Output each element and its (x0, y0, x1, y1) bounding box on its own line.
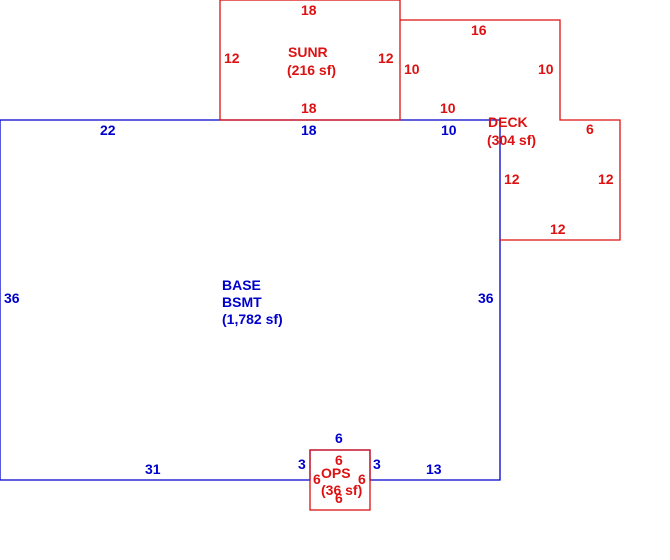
dim-base-bottom-left: 31 (145, 461, 161, 477)
sunroom-outline (219, 0, 401, 121)
base-label-line2: BSMT (222, 294, 262, 310)
sunroom-label: SUNR (288, 44, 328, 60)
dim-sunroom-bottom: 18 (301, 100, 317, 116)
dim-deck-inner: 10 (440, 100, 456, 116)
dim-ops-top: 6 (335, 452, 343, 468)
dim-deck-left-upper: 10 (404, 61, 420, 77)
ops-label: OPS (321, 465, 351, 481)
dim-base-notch-left: 3 (298, 456, 306, 472)
dim-base-right: 36 (478, 290, 494, 306)
dim-ops-bottom: 6 (335, 490, 343, 506)
dim-ops-left: 6 (313, 471, 321, 487)
dim-deck-right-upper: 10 (538, 61, 554, 77)
dim-deck-left-lower: 12 (504, 171, 520, 187)
ops-label-area: (36 sf) (321, 482, 362, 498)
dim-base-notch-top: 6 (335, 430, 343, 446)
dim-base-notch-right: 3 (373, 456, 381, 472)
dim-deck-top: 16 (471, 22, 487, 38)
dim-base-top-left: 22 (100, 122, 116, 138)
dim-ops-right: 6 (358, 471, 366, 487)
base-label-area: (1,782 sf) (222, 311, 283, 327)
ops-outline (309, 449, 371, 511)
dim-deck-step: 6 (586, 121, 594, 137)
dim-sunroom-right: 12 (378, 50, 394, 66)
dim-base-left: 36 (4, 290, 20, 306)
sunroom-label-area: (216 sf) (287, 62, 336, 78)
dim-base-bottom-right: 13 (426, 461, 442, 477)
dim-sunroom-top: 18 (301, 2, 317, 18)
dim-base-top-right: 10 (441, 122, 457, 138)
deck-label-area: (304 sf) (487, 132, 536, 148)
deck-outline (400, 19, 621, 241)
dim-base-top-mid: 18 (301, 122, 317, 138)
dim-deck-right-lower: 12 (598, 171, 614, 187)
base-label-line1: BASE (222, 277, 261, 293)
dim-sunroom-left: 12 (224, 50, 240, 66)
deck-label: DECK (488, 114, 528, 130)
dim-deck-bottom: 12 (550, 221, 566, 237)
